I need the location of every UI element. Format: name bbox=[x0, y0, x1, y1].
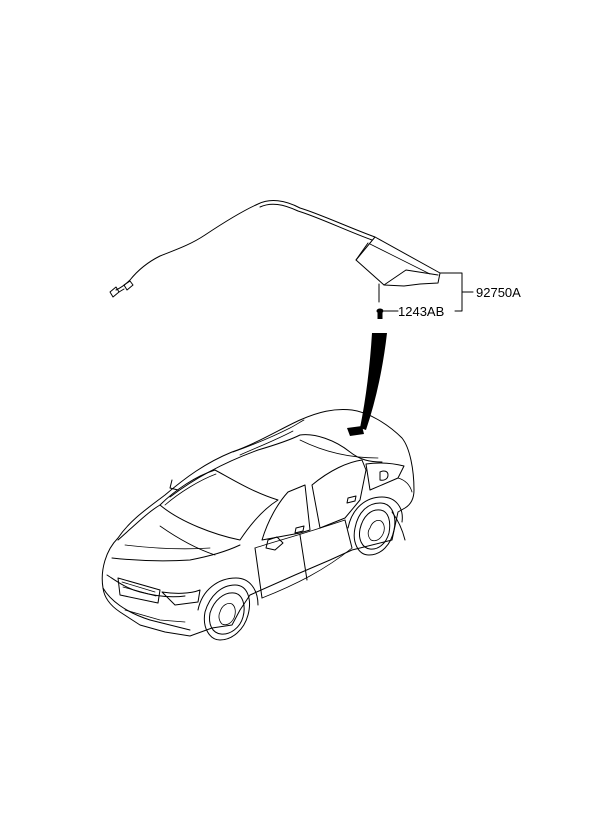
stop-lamp bbox=[355, 236, 441, 287]
front-wheel bbox=[197, 577, 259, 641]
part-number-1243AB: 1243AB bbox=[398, 304, 444, 319]
mounting-screw bbox=[376, 283, 384, 319]
part-number-92750A: 92750A bbox=[476, 285, 521, 300]
location-pointer bbox=[360, 333, 387, 430]
leader-lines bbox=[383, 272, 474, 312]
rear-wheel bbox=[347, 496, 403, 556]
wiring-harness bbox=[109, 200, 376, 298]
